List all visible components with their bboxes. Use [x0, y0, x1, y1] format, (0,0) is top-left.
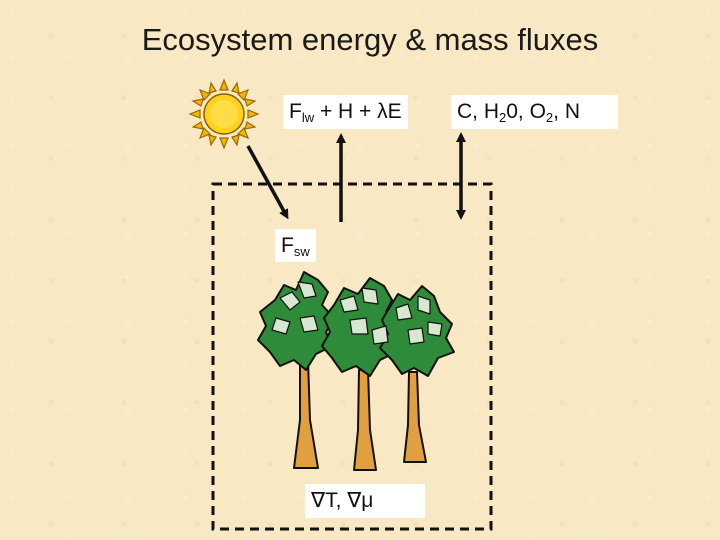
mass-flux-o: 0, O [506, 100, 546, 123]
outgoing-flux-f: F [289, 100, 302, 123]
slide-title: Ecosystem energy & mass fluxes [141, 22, 599, 57]
gradient-t: T, [325, 489, 348, 512]
mass-flux-h-sub: 2 [499, 110, 507, 125]
shortwave-sw: sw [293, 244, 310, 259]
nabla-symbol: ∇ [311, 489, 326, 512]
mu-symbol: μ [361, 489, 374, 512]
mass-flux-n: , N [553, 100, 580, 123]
mass-flux-o-sub: 2 [545, 110, 554, 125]
trees-clipart [257, 271, 455, 471]
tree-crown-left [257, 271, 335, 371]
outgoing-flux-label: Flw + H + λE [283, 95, 408, 129]
tree-trunk-middle [353, 369, 377, 471]
ecosystem-boundary [211, 182, 493, 531]
outgoing-flux-h: + H + [314, 100, 378, 123]
shortwave-flux-label: Fsw [275, 229, 316, 262]
mass-flux-c-h: C, H [457, 100, 499, 123]
shortwave-f: F [281, 234, 294, 257]
shortwave-arrow [246, 145, 289, 220]
mass-flux-label: C, H20, O2, N [451, 95, 618, 129]
outgoing-flux-lw: lw [301, 110, 315, 125]
sun-icon [188, 78, 260, 150]
gradient-label: ∇T, ∇μ [305, 484, 425, 518]
tree-trunk-left [293, 359, 319, 469]
tree-trunk-right [403, 371, 427, 463]
lambda-symbol: λ [377, 100, 388, 123]
nabla-symbol: ∇ [347, 489, 362, 512]
outgoing-flux-e: E [387, 100, 402, 123]
